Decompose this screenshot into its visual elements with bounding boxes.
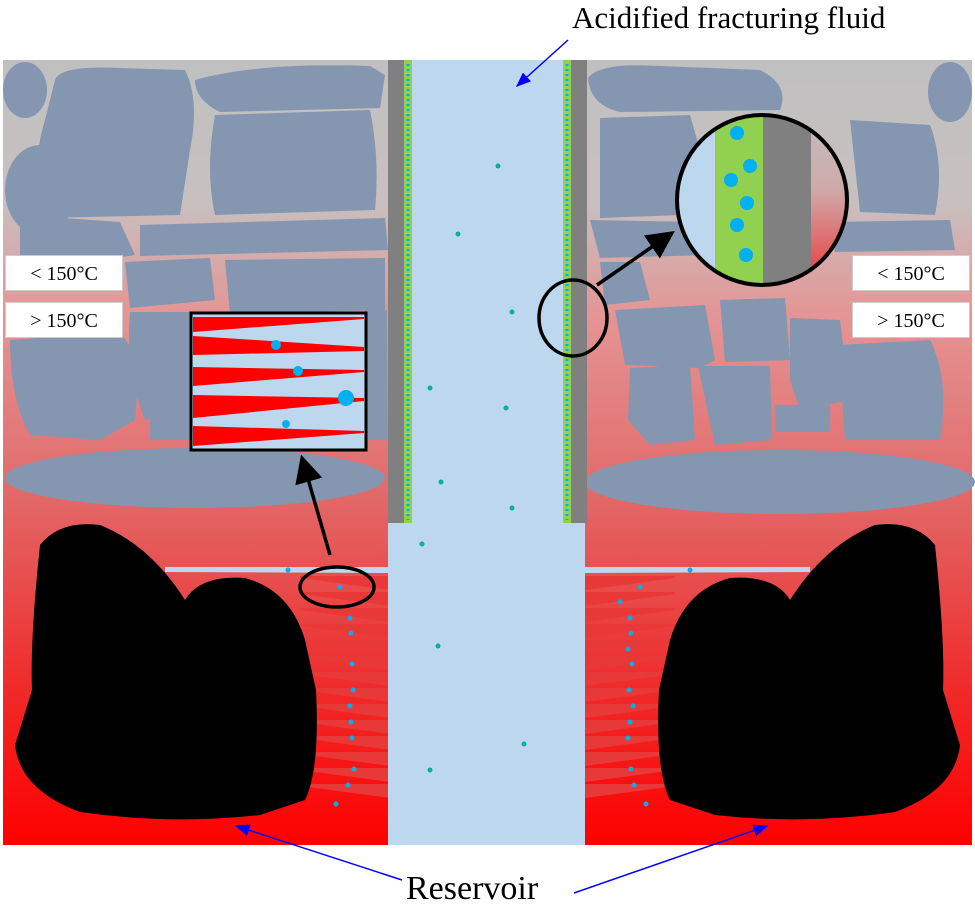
right-reservoir [658,524,960,820]
casing-zoom-arrow [596,231,675,287]
left-fractures [165,567,390,798]
reservoir-label: Reservoir [406,870,539,907]
reservoir-arrow-right [573,824,769,894]
right-rock-blocks [585,62,975,514]
fracture-inset [189,311,368,452]
fluid-label: Acidified fracturing fluid [572,0,886,35]
fracture-zoom-arrow [295,454,332,556]
right-fractures [585,567,810,798]
right-cement [563,60,571,523]
left-temp-above: > 150°C [5,302,123,338]
left-rock-blocks [3,62,388,508]
fracture-focus-ellipse [298,565,376,609]
left-temp-below: < 150°C [5,255,123,291]
wellbore-dots [419,163,527,773]
wellbore-fluid [388,60,585,845]
left-reservoir [15,524,317,820]
left-cement [404,60,412,523]
right-casing [571,60,587,523]
fracture-particles [285,567,693,807]
right-temp-above: > 150°C [852,302,970,338]
fluid-pointer-arrow [515,39,569,88]
right-temp-below: < 150°C [852,255,970,291]
left-casing [388,60,404,523]
reservoir-arrow-left [234,824,403,881]
casing-focus-circle [537,278,609,358]
